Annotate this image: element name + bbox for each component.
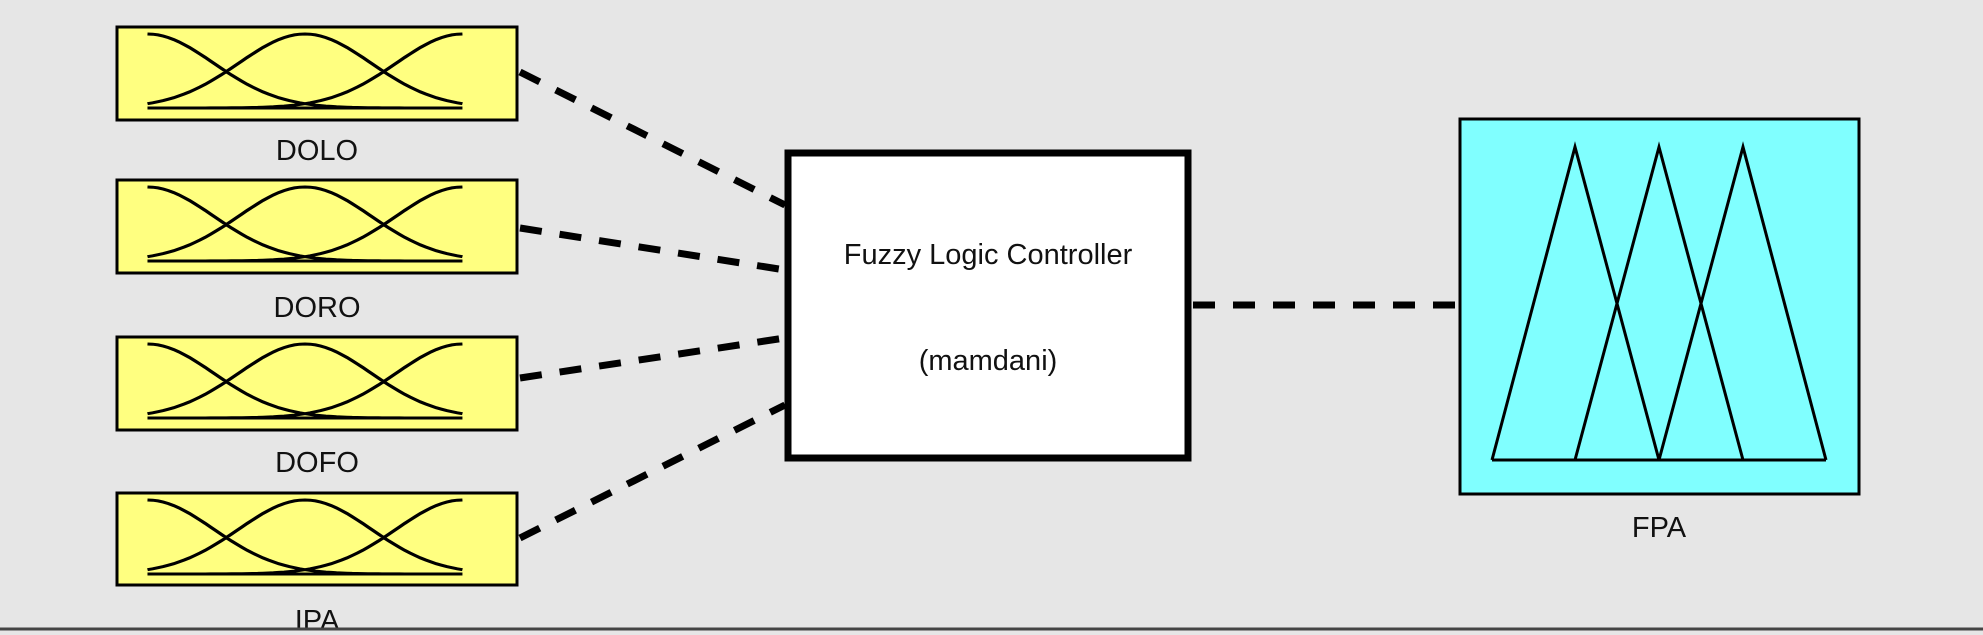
connector-doro xyxy=(519,224,786,274)
input-label-doro: DORO xyxy=(274,292,361,324)
input-block-dofo[interactable] xyxy=(115,335,519,432)
input-block-dolo[interactable] xyxy=(115,25,519,122)
controller-title: Fuzzy Logic Controller xyxy=(844,239,1133,271)
triangular-mf-icon xyxy=(1490,141,1828,462)
membership-functions-icon xyxy=(147,498,463,576)
membership-functions-icon xyxy=(147,32,463,110)
output-label-fpa: FPA xyxy=(1632,512,1687,544)
controller-type: (mamdani) xyxy=(919,345,1058,377)
connector-dofo xyxy=(519,334,786,382)
input-label-dofo: DOFO xyxy=(275,447,359,479)
input-block-doro[interactable] xyxy=(115,178,519,275)
membership-functions-icon xyxy=(147,185,463,263)
input-block-ipa[interactable] xyxy=(115,491,519,587)
output-block-fpa[interactable] xyxy=(1458,117,1861,496)
controller-block[interactable]: Fuzzy Logic Controller (mamdani) xyxy=(784,149,1192,462)
connector-dolo xyxy=(518,68,787,209)
membership-functions-icon xyxy=(147,342,463,420)
input-label-dolo: DOLO xyxy=(276,135,358,167)
connector-ipa xyxy=(518,401,787,542)
